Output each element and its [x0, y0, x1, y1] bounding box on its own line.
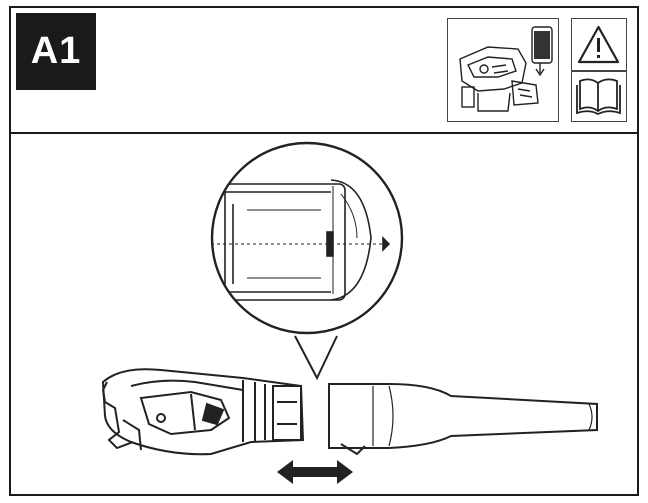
warning-triangle-icon	[577, 25, 620, 64]
panel-divider	[572, 70, 626, 72]
detail-magnifier	[210, 141, 404, 381]
double-arrow-icon	[277, 460, 353, 484]
blower-assembly-thumbnail-icon	[447, 18, 559, 122]
header: A1	[11, 8, 637, 134]
step-badge: A1	[16, 13, 96, 90]
open-book-icon	[576, 78, 621, 116]
illustration-area	[11, 134, 637, 494]
safety-panel	[571, 18, 627, 122]
blower-tube	[328, 383, 598, 456]
blower-motor-housing	[101, 368, 305, 456]
instruction-frame: A1	[9, 6, 639, 496]
